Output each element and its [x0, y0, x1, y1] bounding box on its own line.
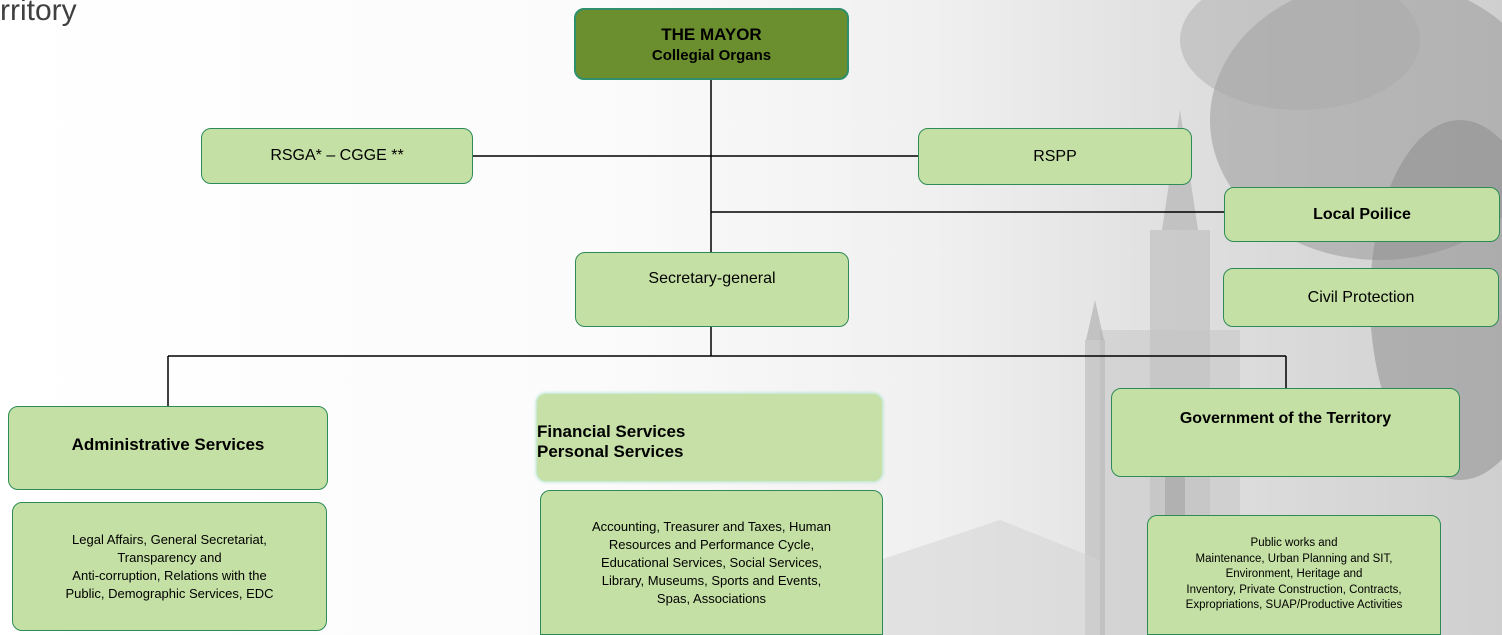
financial-details-box: Accounting, Treasurer and Taxes, Human R…: [540, 490, 883, 635]
territory-details-box: Public works and Maintenance, Urban Plan…: [1147, 515, 1441, 635]
administrative-detail-line: Public, Demographic Services, EDC: [65, 585, 274, 601]
financial-detail-line: Resources and Performance Cycle,: [608, 536, 815, 552]
territory-detail-line: Environment, Heritage and: [1225, 568, 1363, 581]
secretary-general-box: Secretary-general: [575, 252, 849, 327]
territory-detail-line: Expropriations, SUAP/Productive Activiti…: [1185, 599, 1403, 612]
page-title-fragment: rritory: [0, 0, 77, 27]
civil-protection-label: Civil Protection: [1307, 288, 1415, 306]
administrative-detail-line: Legal Affairs, General Secretariat,: [72, 531, 267, 547]
rsga-box: RSGA* – CGGE **: [201, 128, 473, 184]
rsga-label: RSGA* – CGGE **: [270, 147, 404, 164]
personal-services-title: Personal Services: [537, 441, 684, 461]
financial-detail-line: Accounting, Treasurer and Taxes, Human: [592, 518, 831, 534]
government-territory-title: Government of the Territory: [1179, 410, 1392, 427]
territory-detail-line: Inventory, Private Construction, Contrac…: [1186, 583, 1402, 596]
local-police-label: Local Poilice: [1313, 205, 1411, 223]
territory-detail-line: Maintenance, Urban Planning and SIT,: [1195, 552, 1393, 565]
civil-protection-box: Civil Protection: [1223, 268, 1499, 327]
local-police-box: Local Poilice: [1224, 187, 1500, 242]
financial-detail-line: Library, Museums, Sports and Events,: [601, 572, 822, 588]
administrative-services-box: Administrative Services: [8, 406, 328, 490]
rspp-box: RSPP: [918, 128, 1192, 185]
mayor-title: THE MAYOR: [661, 24, 762, 44]
territory-detail-line: Public works and: [1250, 537, 1338, 550]
administrative-detail-line: Transparency and: [117, 549, 222, 565]
rspp-label: RSPP: [1033, 147, 1077, 165]
government-territory-box: Government of the Territory: [1111, 388, 1460, 477]
administrative-detail-line: Anti-corruption, Relations with the: [72, 567, 267, 583]
financial-services-title: Financial Services: [537, 421, 686, 441]
administrative-details-box: Legal Affairs, General Secretariat, Tran…: [12, 502, 327, 631]
administrative-services-title: Administrative Services: [71, 435, 265, 454]
secretary-general-label: Secretary-general: [648, 270, 776, 287]
financial-detail-line: Spas, Associations: [656, 590, 767, 606]
mayor-box: THE MAYOR Collegial Organs: [574, 8, 849, 80]
mayor-subtitle: Collegial Organs: [651, 46, 772, 64]
financial-services-box: Financial Services Personal Services: [536, 393, 883, 482]
financial-detail-line: Educational Services, Social Services,: [600, 554, 823, 570]
